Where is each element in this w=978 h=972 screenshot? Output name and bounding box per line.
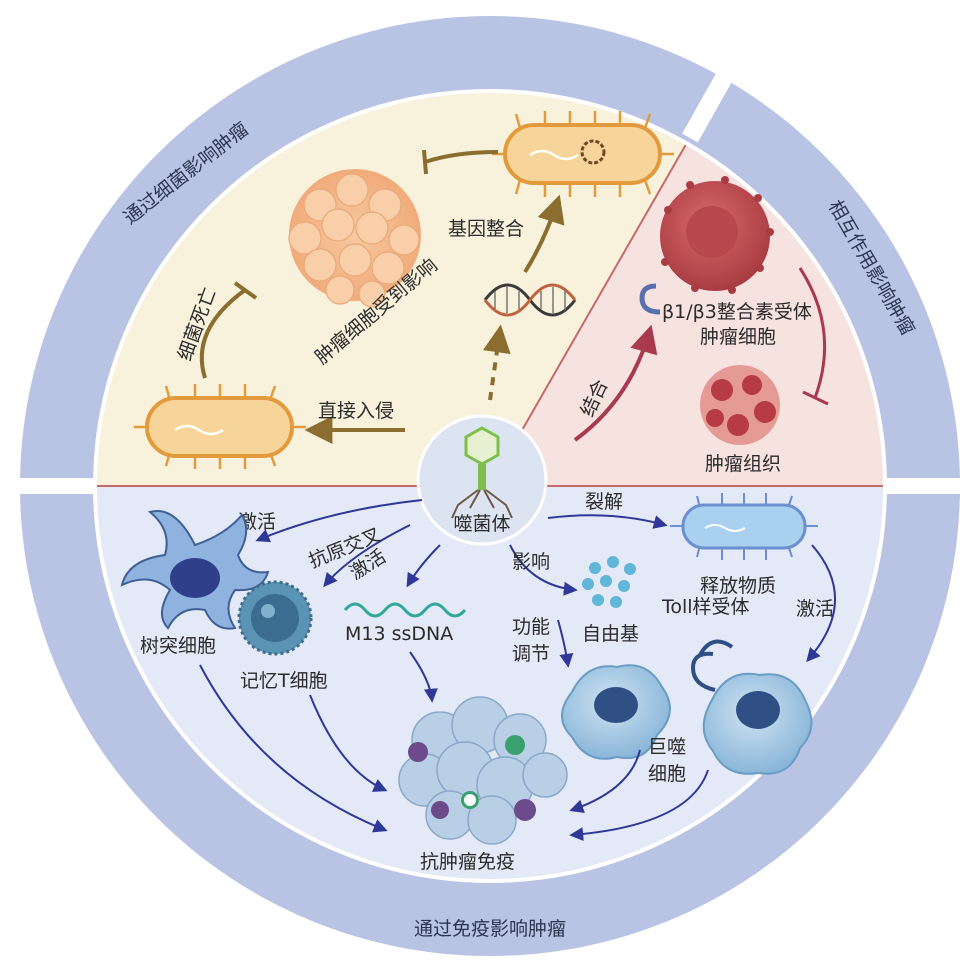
label-macrophage-line1: 巨噬: [648, 736, 686, 758]
m13-ssdna-icon: [343, 602, 467, 618]
tumor-tissue-icon: [700, 365, 780, 445]
phage-center: 噬菌体: [416, 414, 548, 546]
label-gene-integration: 基因整合: [448, 218, 524, 240]
label-function-line2: 调节: [512, 643, 550, 665]
label-activate-dc: 激活: [238, 511, 276, 533]
label-dendritic-cell: 树突细胞: [140, 635, 216, 657]
toll-receptor-icon: [690, 639, 734, 692]
label-phage: 噬菌体: [453, 513, 510, 535]
label-memory-t-cell: 记忆T细胞: [240, 670, 328, 692]
ring-label-immune: 通过免疫影响肿瘤: [414, 918, 566, 940]
macrophage-icon: [561, 664, 671, 760]
bacterium-with-plasmid-icon: [492, 111, 674, 197]
label-toll-receptor: Toll样受体: [661, 596, 750, 618]
label-receptor-line2: 肿瘤细胞: [700, 326, 776, 348]
label-free-radical: 自由基: [582, 623, 639, 645]
label-m13: M13 ssDNA: [345, 623, 453, 645]
activated-macrophage-icon: [690, 639, 813, 775]
bacteriophage-icon: [451, 426, 513, 519]
label-function-line1: 功能: [512, 616, 550, 638]
tumor-cell-cluster-icon: [288, 169, 421, 308]
dna-helix-icon: [483, 283, 577, 317]
label-lysis: 裂解: [585, 491, 623, 513]
ring-gap-top: [682, 53, 743, 143]
tumor-cell-red-icon: [660, 176, 774, 294]
label-receptor-line1: β1/β3整合素受体: [662, 301, 812, 323]
label-direct-invasion: 直接入侵: [318, 400, 394, 422]
bacterium-icon: [134, 384, 306, 469]
label-tumor-tissue: 肿瘤组织: [705, 453, 781, 475]
free-radical-icon: [582, 556, 636, 608]
dendritic-cell-icon: [120, 510, 270, 630]
integrin-receptor-icon: [639, 283, 661, 315]
lysed-bacterium-icon: [670, 493, 818, 560]
antitumor-immune-cluster-icon: [398, 696, 568, 845]
label-antitumor-immunity: 抗肿瘤免疫: [420, 851, 515, 873]
label-macrophage-line2: 细胞: [648, 763, 686, 785]
label-activate-mac: 激活: [796, 598, 834, 620]
label-release-substance: 释放物质: [700, 575, 776, 597]
label-influence: 影响: [512, 551, 550, 573]
memory-t-cell-icon: [237, 580, 313, 656]
